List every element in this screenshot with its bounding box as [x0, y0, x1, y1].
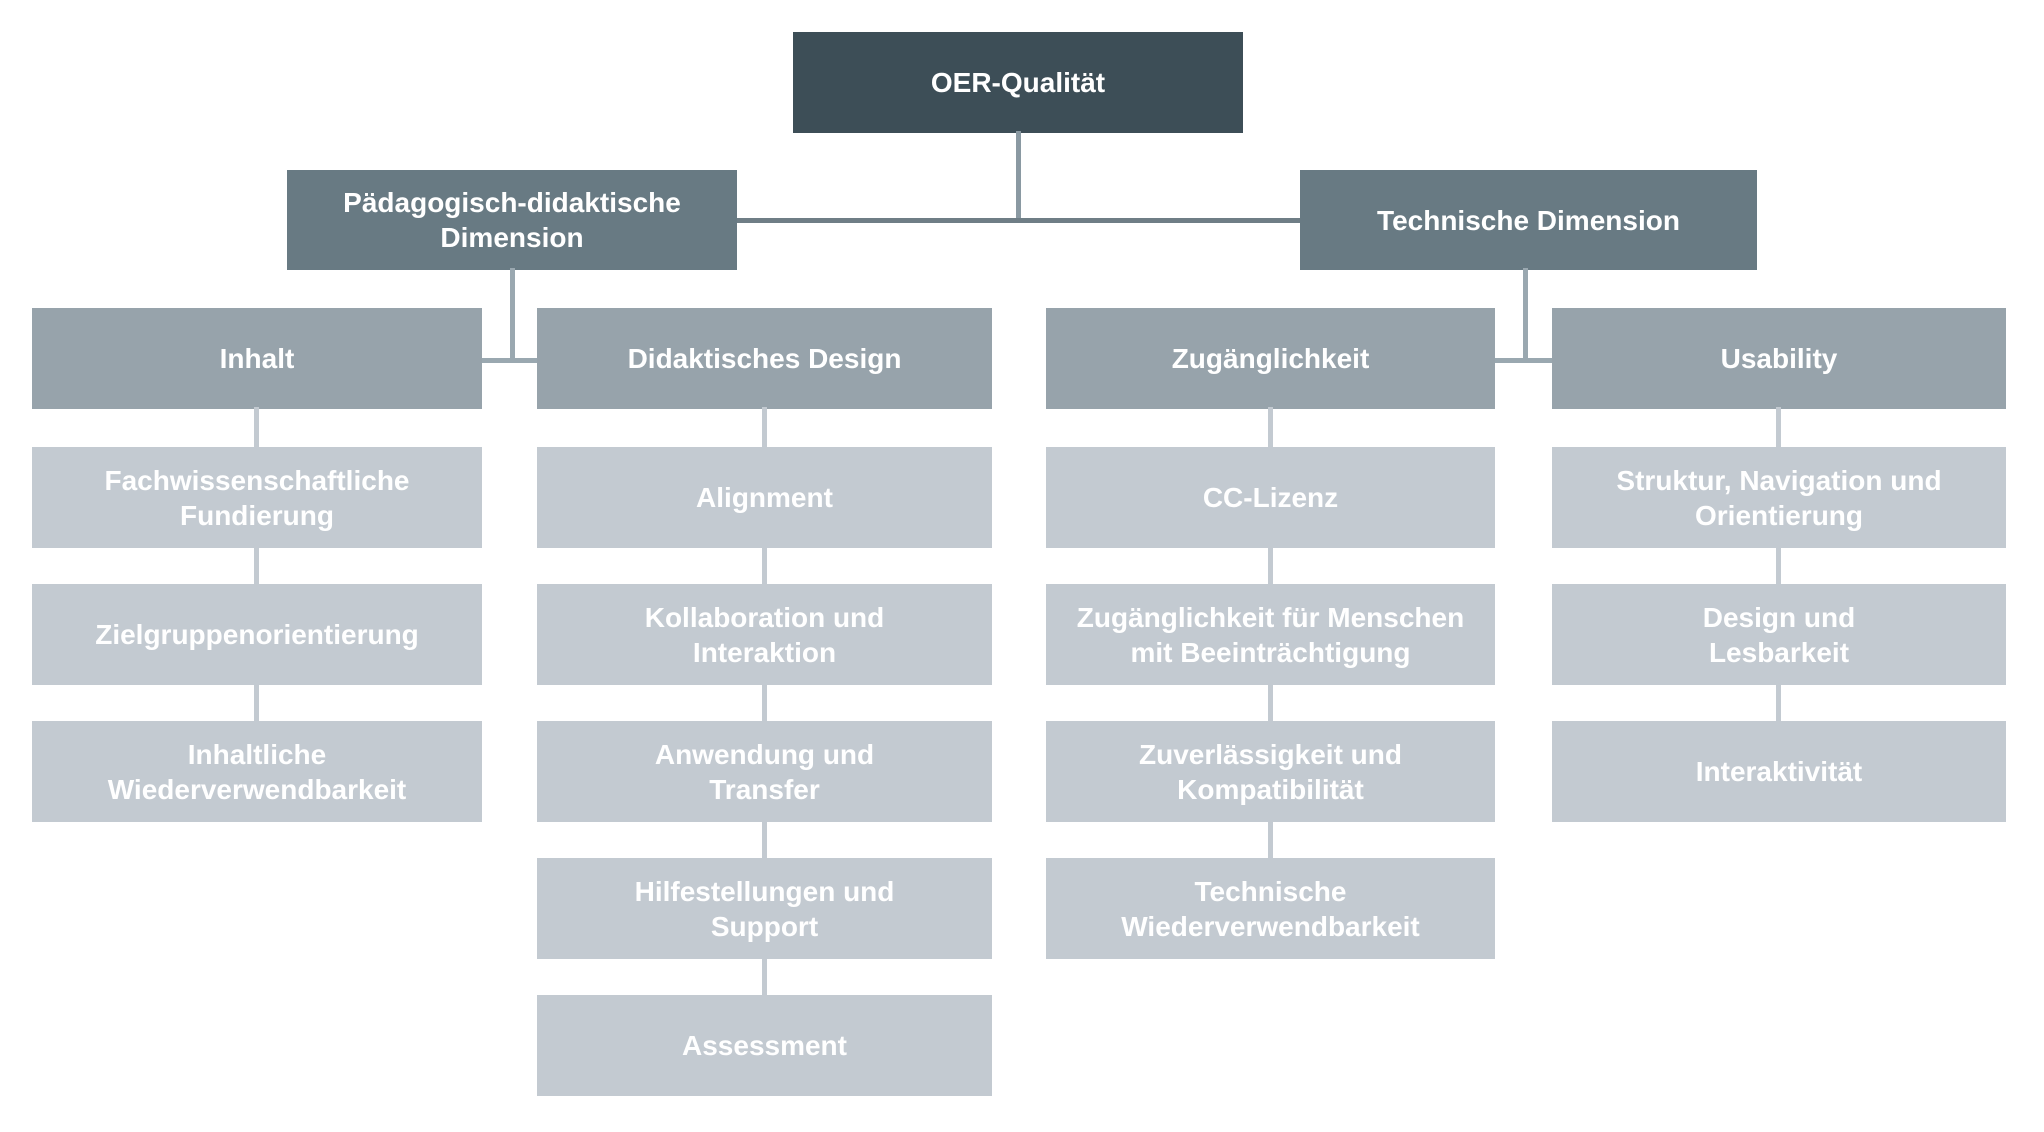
dimension-label: Pädagogisch-didaktische Dimension: [343, 187, 681, 253]
category-header-inhalt: Inhalt: [32, 308, 482, 409]
connector-col3-seg2: [1268, 546, 1273, 586]
leaf-label: Technische Wiederverwendbarkeit: [1121, 875, 1420, 942]
leaf-box-interaktivitaet: Interaktivität: [1552, 721, 2006, 822]
category-label: Inhalt: [219, 343, 295, 374]
leaf-label: Fachwissenschaftliche Fundierung: [104, 464, 410, 531]
leaf-box-kollaboration-und-interaktion: Kollaboration und Interaktion: [537, 584, 992, 685]
dimension-box-paedagogisch-didaktisch: Pädagogisch-didaktische Dimension: [287, 170, 737, 270]
leaf-label: Struktur, Navigation und Orientierung: [1616, 464, 1942, 531]
dimension-box-technisch: Technische Dimension: [1300, 170, 1757, 270]
connector-col4-seg1: [1776, 407, 1781, 449]
category-label: Didaktisches Design: [627, 343, 902, 374]
connector-technisch-branch: [1495, 358, 1552, 363]
leaf-box-zuverlaessigkeit-und-kompatibilitaet: Zuverlässigkeit und Kompatibilität: [1046, 721, 1495, 822]
leaf-box-alignment: Alignment: [537, 447, 992, 548]
connector-col1-seg2: [254, 546, 259, 586]
leaf-label: Zielgruppenorientierung: [95, 619, 419, 650]
connector-col3-seg1: [1268, 407, 1273, 449]
connector-root-vertical: [1016, 131, 1021, 223]
connector-col1-seg1: [254, 407, 259, 449]
connector-paedagogisch-branch: [482, 358, 537, 363]
connector-col3-seg3: [1268, 683, 1273, 723]
leaf-label: CC-Lizenz: [1202, 482, 1339, 513]
leaf-box-anwendung-und-transfer: Anwendung und Transfer: [537, 721, 992, 822]
leaf-label: Zuverlässigkeit und Kompatibilität: [1139, 738, 1402, 805]
connector-technisch-vertical: [1523, 268, 1528, 363]
leaf-label: Alignment: [696, 482, 833, 513]
connector-col2-seg3: [762, 683, 767, 723]
category-label: Zugänglichkeit: [1171, 343, 1370, 374]
leaf-box-struktur-navigation-orientierung: Struktur, Navigation und Orientierung: [1552, 447, 2006, 548]
leaf-box-hilfestellungen-und-support: Hilfestellungen und Support: [537, 858, 992, 959]
leaf-box-cc-lizenz: CC-Lizenz: [1046, 447, 1495, 548]
connector-col2-seg2: [762, 546, 767, 586]
leaf-box-inhaltliche-wiederverwendbarkeit: Inhaltliche Wiederverwendbarkeit: [32, 721, 482, 822]
leaf-label: Inhaltliche Wiederverwendbarkeit: [107, 738, 407, 805]
connector-col2-seg5: [762, 957, 767, 997]
connector-col4-seg3: [1776, 683, 1781, 723]
leaf-label: Anwendung und Transfer: [654, 738, 875, 805]
connector-col2-seg1: [762, 407, 767, 449]
leaf-label: Hilfestellungen und Support: [634, 875, 895, 942]
connector-col2-seg4: [762, 820, 767, 860]
leaf-label: Assessment: [682, 1030, 847, 1061]
leaf-box-zielgruppenorientierung: Zielgruppenorientierung: [32, 584, 482, 685]
leaf-box-zugaenglichkeit-fuer-menschen: Zugänglichkeit für Menschen mit Beeinträ…: [1046, 584, 1495, 685]
connector-col4-seg2: [1776, 546, 1781, 586]
leaf-label: Zugänglichkeit für Menschen mit Beeinträ…: [1076, 601, 1465, 668]
leaf-label: Design und Lesbarkeit: [1702, 601, 1856, 668]
root-label: OER-Qualität: [930, 67, 1106, 98]
leaf-box-technische-wiederverwendbarkeit: Technische Wiederverwendbarkeit: [1046, 858, 1495, 959]
root-box-oer-qualitaet: OER-Qualität: [793, 32, 1243, 133]
category-header-zugaenglichkeit: Zugänglichkeit: [1046, 308, 1495, 409]
connector-col1-seg3: [254, 683, 259, 723]
leaf-box-assessment: Assessment: [537, 995, 992, 1096]
leaf-label: Kollaboration und Interaktion: [644, 601, 885, 668]
connector-paedagogisch-vertical: [510, 268, 515, 363]
connector-col3-seg4: [1268, 820, 1273, 860]
category-header-didaktisches-design: Didaktisches Design: [537, 308, 992, 409]
category-label: Usability: [1720, 343, 1838, 374]
connector-dimensions-horizontal: [737, 218, 1300, 223]
leaf-label: Interaktivität: [1695, 756, 1863, 787]
category-header-usability: Usability: [1552, 308, 2006, 409]
dimension-label: Technische Dimension: [1377, 204, 1680, 236]
leaf-box-fachwissenschaftliche-fundierung: Fachwissenschaftliche Fundierung: [32, 447, 482, 548]
leaf-box-design-und-lesbarkeit: Design und Lesbarkeit: [1552, 584, 2006, 685]
